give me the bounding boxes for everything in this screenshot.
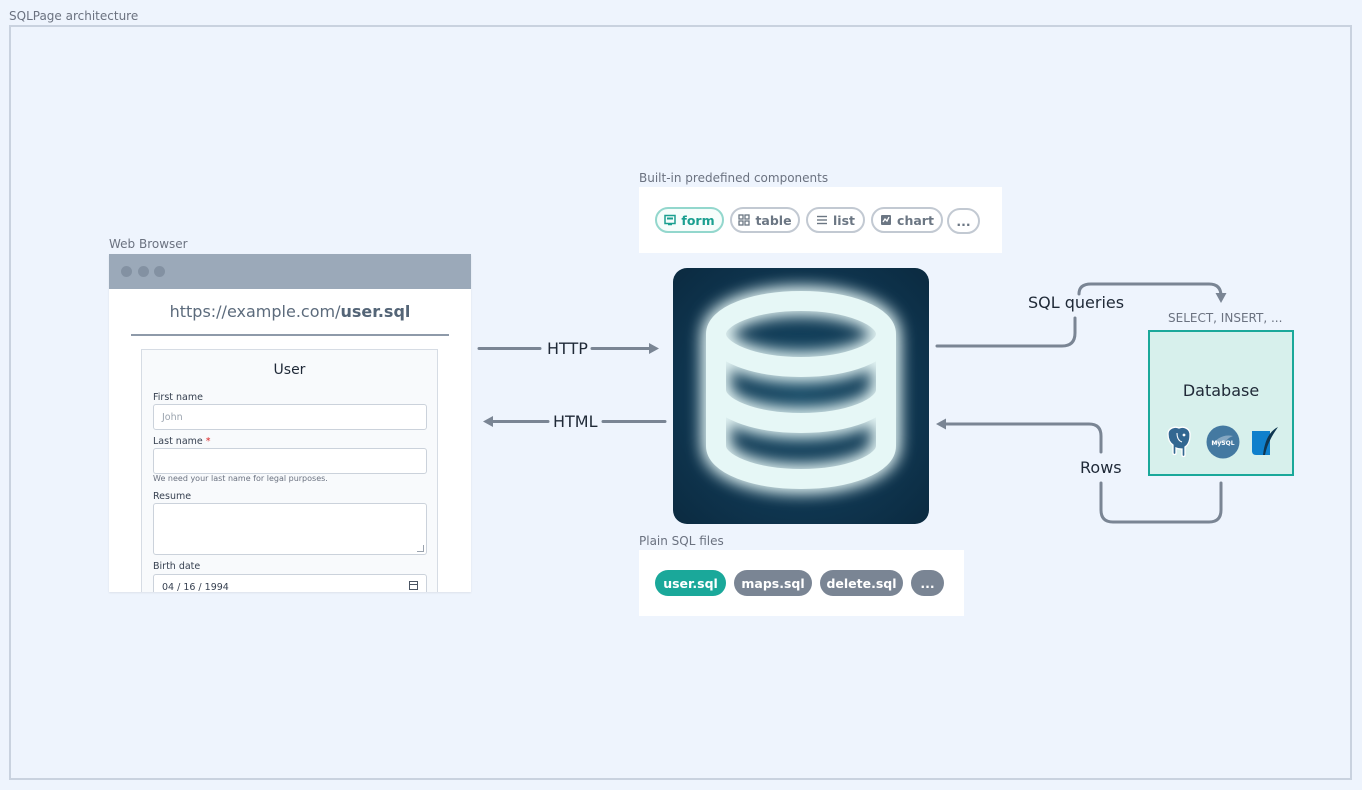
database-title: Database bbox=[1182, 381, 1260, 400]
window-dot-icon bbox=[138, 266, 149, 277]
last-name-hint: We need your last name for legal purpose… bbox=[153, 474, 328, 483]
files-group-label: Plain SQL files bbox=[639, 534, 724, 548]
url-bar[interactable]: https://example.com/user.sql bbox=[131, 302, 449, 321]
url-prefix: https://example.com/ bbox=[169, 302, 341, 321]
birth-date-value: 04 / 16 / 1994 bbox=[162, 582, 229, 592]
chip-label: list bbox=[833, 212, 855, 228]
form-icon bbox=[664, 214, 677, 226]
html-edge-label: HTML bbox=[553, 412, 598, 431]
component-chip-table[interactable]: table bbox=[730, 207, 800, 233]
file-chip-user-sql[interactable]: user.sql bbox=[655, 570, 726, 596]
sql-examples-note: SELECT, INSERT, ... bbox=[1168, 311, 1283, 325]
url-divider bbox=[131, 334, 449, 336]
chip-label: delete.sql bbox=[826, 575, 897, 591]
chip-label: table bbox=[755, 212, 792, 228]
last-name-field[interactable] bbox=[153, 448, 427, 474]
sqlpage-server-icon bbox=[673, 268, 929, 524]
window-dot-icon bbox=[121, 266, 132, 277]
browser-group-label: Web Browser bbox=[109, 237, 188, 251]
component-chip-form[interactable]: form bbox=[655, 207, 724, 233]
first-name-label: First name bbox=[153, 392, 203, 403]
diagram-frame bbox=[9, 25, 1352, 780]
birth-date-label: Birth date bbox=[153, 561, 201, 572]
resume-textarea[interactable] bbox=[153, 503, 427, 555]
components-group-label: Built-in predefined components bbox=[639, 171, 829, 185]
url-file: user.sql bbox=[340, 302, 411, 321]
chip-label: chart bbox=[897, 212, 934, 228]
last-name-label: Last name* bbox=[153, 436, 211, 447]
diagram-title: SQLPage architecture bbox=[9, 9, 139, 23]
chip-label: form bbox=[681, 212, 715, 228]
components-panel: form table list chart ... bbox=[639, 187, 1002, 253]
file-chip-maps-sql[interactable]: maps.sql bbox=[734, 570, 812, 596]
first-name-placeholder: John bbox=[162, 412, 183, 423]
mysql-dolphin-icon: MySQL bbox=[1206, 425, 1240, 459]
postgresql-elephant-icon bbox=[1167, 426, 1191, 458]
chip-label: user.sql bbox=[663, 575, 718, 591]
chip-label: ... bbox=[920, 575, 935, 591]
first-name-field[interactable]: John bbox=[153, 404, 427, 430]
list-icon bbox=[817, 215, 827, 225]
birth-date-field[interactable]: 04 / 16 / 1994 bbox=[153, 574, 427, 592]
mysql-logo-text: MySQL bbox=[1211, 440, 1234, 447]
web-browser: https://example.com/user.sql User First … bbox=[109, 254, 471, 592]
chart-icon bbox=[881, 215, 892, 225]
files-panel: user.sql maps.sql delete.sql ... bbox=[639, 550, 964, 616]
browser-title-bar bbox=[109, 254, 471, 289]
user-form: User First name John Last name* We need … bbox=[141, 349, 438, 592]
component-chip-more[interactable]: ... bbox=[947, 208, 980, 234]
sql-queries-edge-label: SQL queries bbox=[1028, 293, 1125, 312]
form-title: User bbox=[273, 362, 306, 378]
chip-label: maps.sql bbox=[741, 575, 805, 591]
rows-edge-label: Rows bbox=[1080, 458, 1122, 477]
component-chip-list[interactable]: list bbox=[806, 207, 865, 233]
sqlite-feather-icon bbox=[1252, 427, 1278, 455]
calendar-icon[interactable] bbox=[409, 581, 418, 590]
resize-grip-icon[interactable] bbox=[417, 545, 424, 552]
database-stack-icon bbox=[706, 291, 896, 489]
file-chip-delete-sql[interactable]: delete.sql bbox=[820, 570, 903, 596]
window-dot-icon bbox=[154, 266, 165, 277]
grid-icon bbox=[738, 214, 751, 226]
http-edge-label: HTTP bbox=[547, 339, 588, 358]
chip-label: ... bbox=[956, 213, 971, 229]
resume-label: Resume bbox=[153, 491, 192, 502]
required-marker: * bbox=[205, 436, 211, 447]
file-chip-more[interactable]: ... bbox=[911, 570, 944, 596]
database-node: Database MySQL bbox=[1148, 330, 1294, 476]
component-chip-chart[interactable]: chart bbox=[871, 207, 943, 233]
